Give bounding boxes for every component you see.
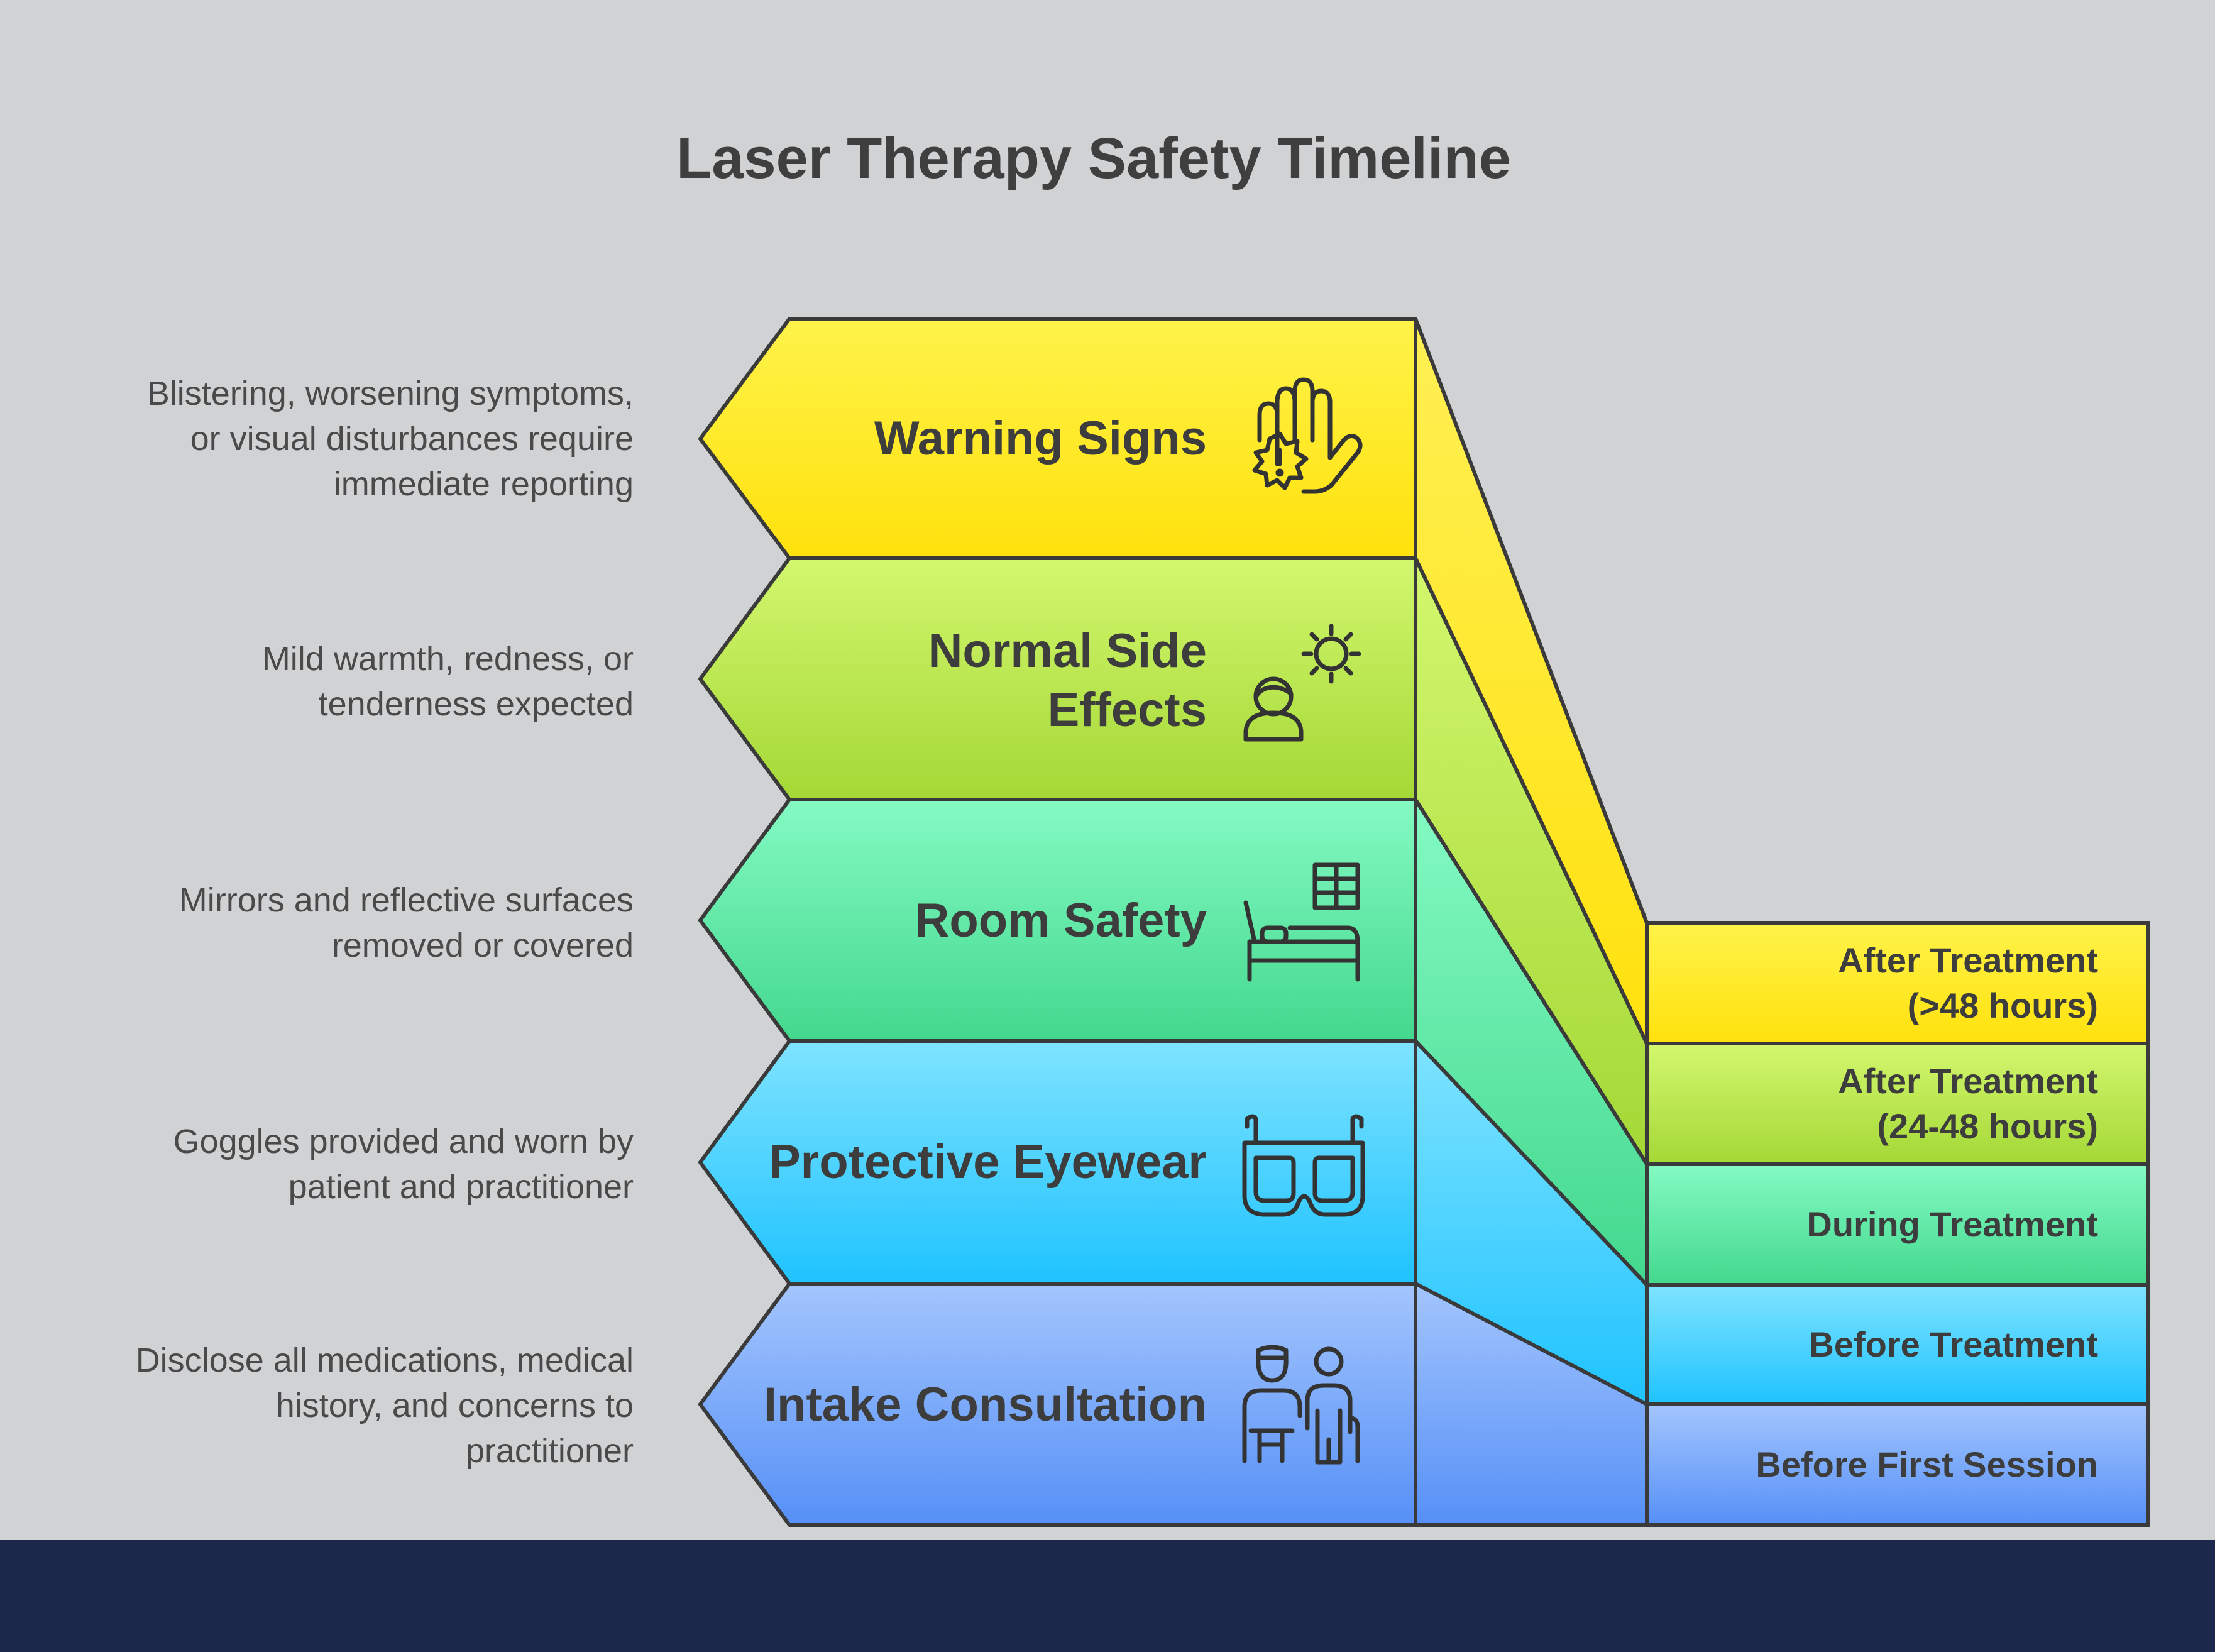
description-protective-eyewear: Goggles provided and worn by patient and… (173, 1123, 634, 1206)
stage-box-after-48 (1645, 921, 2150, 1045)
stage-box-during (1645, 1162, 2150, 1287)
bed-window-icon (1243, 862, 1360, 982)
stage-label-after-48: After Treatment (>48 hours) (1838, 940, 2098, 1025)
arrow-intake-consultation (698, 1282, 1417, 1527)
stage-label-after-24-48: After Treatment (24-48 hours) (1838, 1061, 2098, 1146)
person-sun-icon (1243, 624, 1361, 742)
label-protective-eyewear: Protective Eyewear (768, 1135, 1207, 1189)
goggles-icon (1242, 1114, 1365, 1217)
doctor-patient-icon (1242, 1345, 1360, 1465)
stage-box-before-first (1645, 1402, 2150, 1527)
description-warning-signs: Blistering, worsening symptoms, or visua… (146, 375, 634, 503)
description-intake-consultation: Disclose all medications, medical histor… (135, 1341, 634, 1470)
label-warning-signs: Warning Signs (874, 412, 1207, 465)
description-normal-side-effects: Mild warmth, redness, or tenderness expe… (261, 640, 634, 723)
description-room-safety: Mirrors and reflective surfaces removed … (179, 881, 634, 964)
stage-box-before (1645, 1283, 2150, 1406)
stage-label-before-first: Before First Session (1756, 1445, 2098, 1484)
label-intake-consultation: Intake Consultation (763, 1378, 1207, 1431)
label-room-safety: Room Safety (915, 894, 1207, 947)
stage-label-before: Before Treatment (1808, 1324, 2098, 1364)
stage-box-after-24-48 (1645, 1042, 2150, 1166)
label-normal-side-effects: Normal Side Effects (928, 624, 1207, 737)
stage-label-during: During Treatment (1806, 1204, 2098, 1244)
diagram-title: Laser Therapy Safety Timeline (676, 126, 1511, 190)
footer-bar (0, 1540, 2215, 1652)
warning-hand-icon (1252, 377, 1363, 494)
